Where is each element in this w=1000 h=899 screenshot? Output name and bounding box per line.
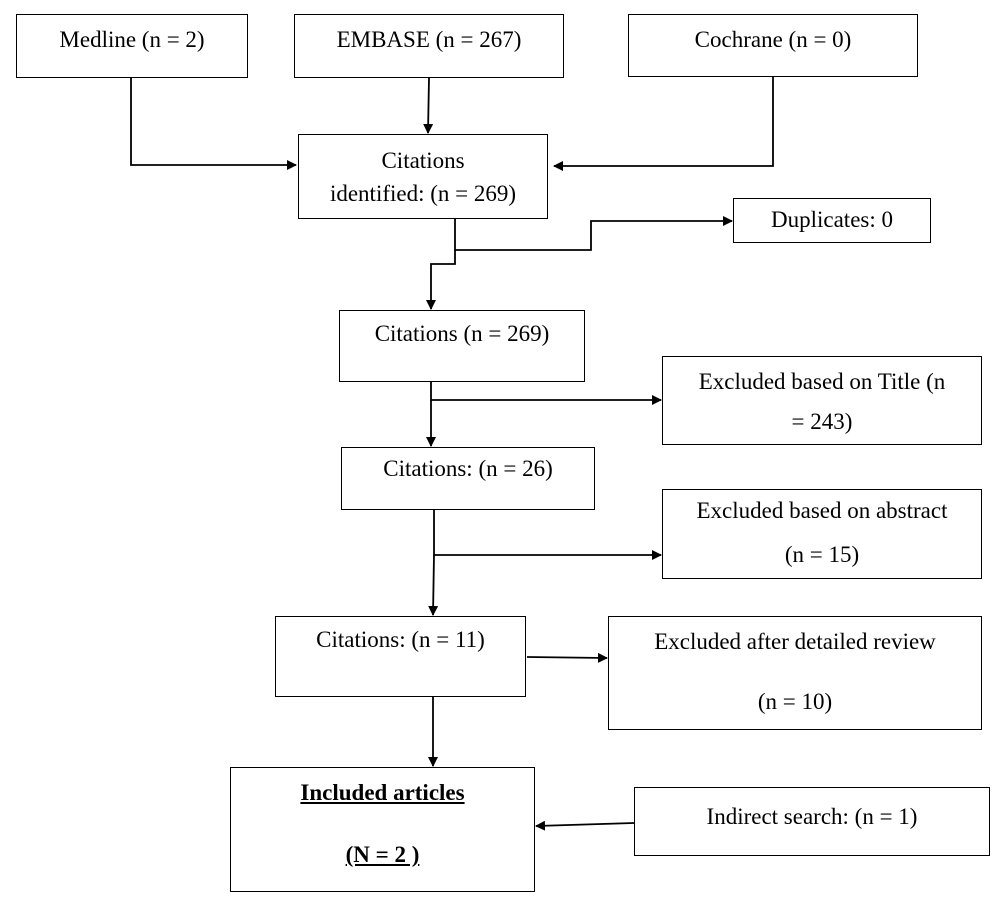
included-articles-count: (N = 2 ) [345,842,420,867]
arrow-citations-11-to-excluded-review [526,652,608,663]
excluded-title-line2: = 243) [791,409,853,434]
medline-box: Medline (n = 2) [16,14,248,78]
citations-identified-line2: identified: (n = 269) [329,181,517,206]
indirect-search-box: Indirect search: (n = 1) [634,787,990,856]
excluded-title-line1: Excluded based on Title (n [698,369,946,394]
excluded-title-box: Excluded based on Title (n = 243) [662,356,982,445]
excluded-abstract-line1: Excluded based on abstract [696,498,948,523]
cochrane-label: Cochrane (n = 0) [694,27,852,52]
duplicates-label: Duplicates: 0 [771,207,893,232]
citations-identified-line1: Citations [381,148,465,173]
arrow-cochrane-to-identified [553,77,774,171]
included-articles-title: Included articles [300,780,465,805]
arrow-indirect-to-included [535,820,635,831]
arrow-identified-to-citations-269 [426,250,456,310]
excluded-review-line1: Excluded after detailed review [654,629,936,654]
citations-26-box: Citations: (n = 26) [341,447,595,510]
duplicates-box: Duplicates: 0 [733,198,931,243]
cochrane-box: Cochrane (n = 0) [628,14,918,77]
citations-269-label: Citations (n = 269) [374,321,550,346]
arrow-identified-to-duplicates [454,216,733,251]
medline-label: Medline (n = 2) [59,27,205,52]
excluded-review-box: Excluded after detailed review (n = 10) [608,616,982,730]
citations-identified-box: Citations identified: (n = 269) [298,134,548,219]
citations-11-label: Citations: (n = 11) [316,627,485,652]
arrow-embase-to-identified [423,77,434,134]
embase-label: EMBASE (n = 267) [336,27,522,52]
included-articles-box: Included articles (N = 2 ) [230,767,535,892]
embase-box: EMBASE (n = 267) [294,14,564,78]
excluded-abstract-line2: (n = 15) [784,542,860,567]
arrow-citations-26-to-citations-11 [428,554,439,616]
citations-11-box: Citations: (n = 11) [275,616,526,697]
excluded-abstract-box: Excluded based on abstract (n = 15) [662,489,982,579]
arrow-citations-269-to-excluded-title [430,382,662,405]
arrow-medline-to-identified [130,78,297,170]
citations-269-box: Citations (n = 269) [339,310,585,382]
excluded-review-line2: (n = 10) [757,689,833,714]
indirect-search-label: Indirect search: (n = 1) [706,804,918,829]
citations-26-label: Citations: (n = 26) [383,456,553,481]
arrow-citations-26-to-excluded-abstract [433,510,662,560]
